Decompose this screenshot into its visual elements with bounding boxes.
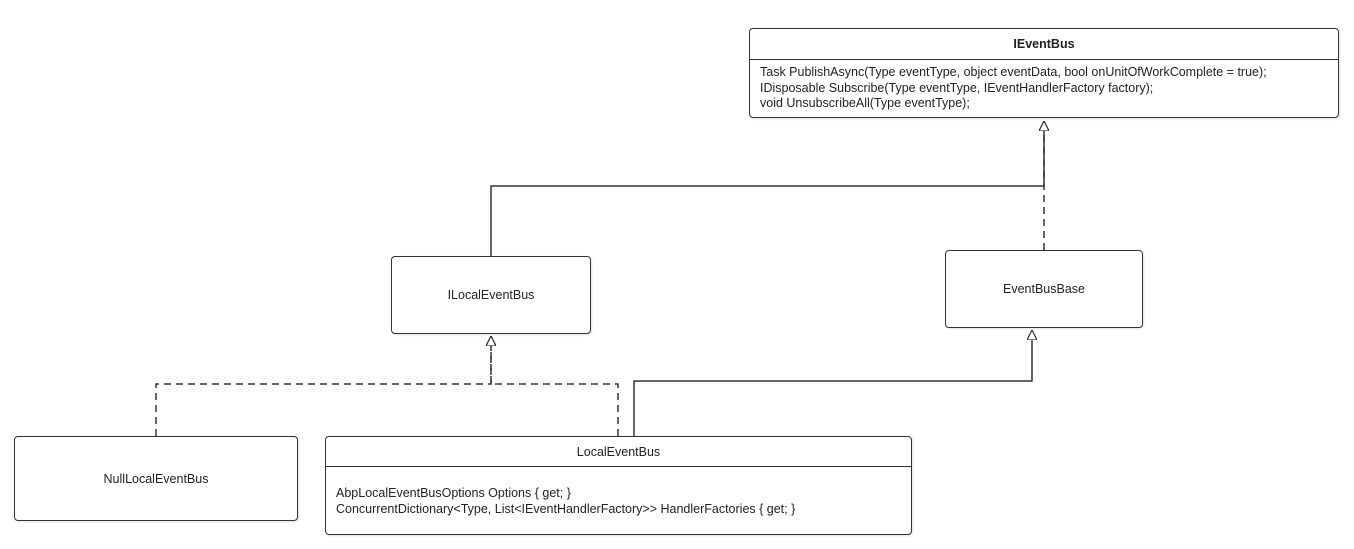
ilocaleventbus-class[interactable]: ILocalEventBus (391, 256, 591, 334)
eventbusbase-class[interactable]: EventBusBase (945, 250, 1143, 328)
localeventbus-to-eventbusbase-generalization (633, 330, 1032, 436)
localeventbus-member: AbpLocalEventBusOptions Options { get; } (336, 486, 571, 500)
ieventbus-class[interactable]: IEventBus Task PublishAsync(Type eventTy… (749, 28, 1339, 118)
ieventbus-member: IDisposable Subscribe(Type eventType, IE… (760, 80, 1154, 95)
ieventbus-class-name: IEventBus (750, 29, 1338, 60)
localeventbus-class-name: LocalEventBus (326, 437, 911, 467)
ieventbus-member: Task PublishAsync(Type eventType, object… (760, 65, 1267, 79)
ieventbus-member: void UnsubscribeAll(Type eventType); (760, 96, 970, 110)
ilocaleventbus-class-name: ILocalEventBus (447, 288, 535, 302)
nulllocaleventbus-to-ilocaleventbus-realization (155, 336, 491, 436)
nulllocaleventbus-class-name: NullLocalEventBus (103, 471, 209, 486)
localeventbus-class[interactable]: LocalEventBus AbpLocalEventBusOptions Op… (325, 436, 912, 535)
localeventbus-to-ilocaleventbus-realization (491, 336, 619, 436)
ieventbus-members: Task PublishAsync(Type eventType, object… (750, 60, 1338, 112)
localeventbus-members: AbpLocalEventBusOptions Options { get; }… (326, 467, 911, 517)
ilocaleventbus-to-ieventbus-generalization (490, 121, 1044, 256)
nulllocaleventbus-class[interactable]: NullLocalEventBus (14, 436, 298, 521)
localeventbus-member: ConcurrentDictionary<Type, List<IEventHa… (336, 501, 796, 516)
eventbusbase-class-name: EventBusBase (1003, 282, 1085, 296)
